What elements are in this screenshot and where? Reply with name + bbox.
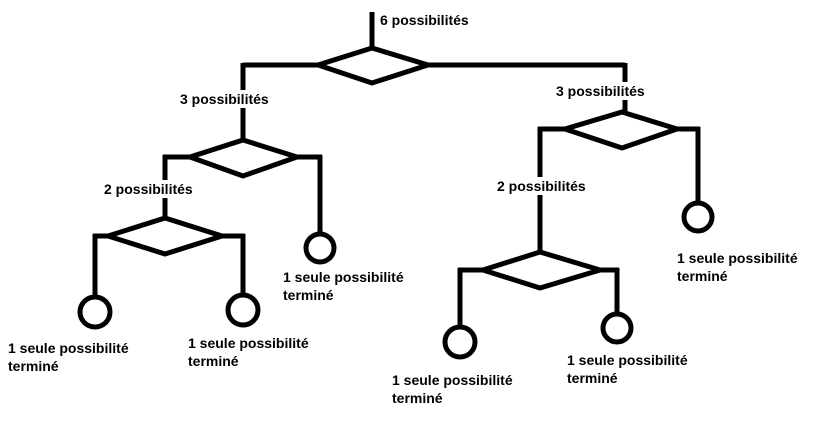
leaf-label-line1: 1 seule possibilité [392, 372, 513, 388]
leaf-label-line1: 1 seule possibilité [8, 340, 129, 356]
right-diamond [556, 109, 686, 151]
left-diamond [182, 137, 305, 179]
leaf-label-line2: terminé [8, 358, 59, 374]
leaf-label-line2: terminé [188, 353, 239, 369]
left-sub-label: 2 possibilités [104, 180, 193, 198]
left-branch-label: 3 possibilités [180, 90, 269, 108]
leaf-label-line1: 1 seule possibilité [677, 250, 798, 266]
leaf-label-line2: terminé [283, 287, 334, 303]
left-sub-diamond [99, 215, 231, 257]
leaf-label: 1 seule possibilité terminé [8, 339, 129, 375]
leaf-circle [77, 294, 113, 330]
leaf-label-line2: terminé [677, 268, 728, 284]
leaf-label-line1: 1 seule possibilité [283, 269, 404, 285]
leaf-label-line2: terminé [392, 390, 443, 406]
right-branch-label: 3 possibilités [556, 82, 645, 100]
leaf-label: 1 seule possibilité terminé [567, 351, 688, 387]
leaf-label-line1: 1 seule possibilité [188, 335, 309, 351]
leaf-circle [600, 311, 634, 345]
right-sub-label: 2 possibilités [497, 177, 586, 195]
root-label: 6 possibilités [380, 11, 469, 29]
right-sub-diamond [474, 249, 609, 291]
leaf-circle [442, 324, 478, 360]
leaf-circle [681, 200, 715, 234]
leaf-label: 1 seule possibilité terminé [392, 371, 513, 407]
leaf-circle [303, 231, 337, 265]
root-diamond [309, 45, 437, 86]
leaf-label: 1 seule possibilité terminé [188, 334, 309, 370]
leaf-label: 1 seule possibilité terminé [677, 249, 798, 285]
leaf-label-line2: terminé [567, 370, 618, 386]
leaf-circle [225, 292, 261, 328]
leaf-label-line1: 1 seule possibilité [567, 352, 688, 368]
leaf-label: 1 seule possibilité terminé [283, 268, 404, 304]
